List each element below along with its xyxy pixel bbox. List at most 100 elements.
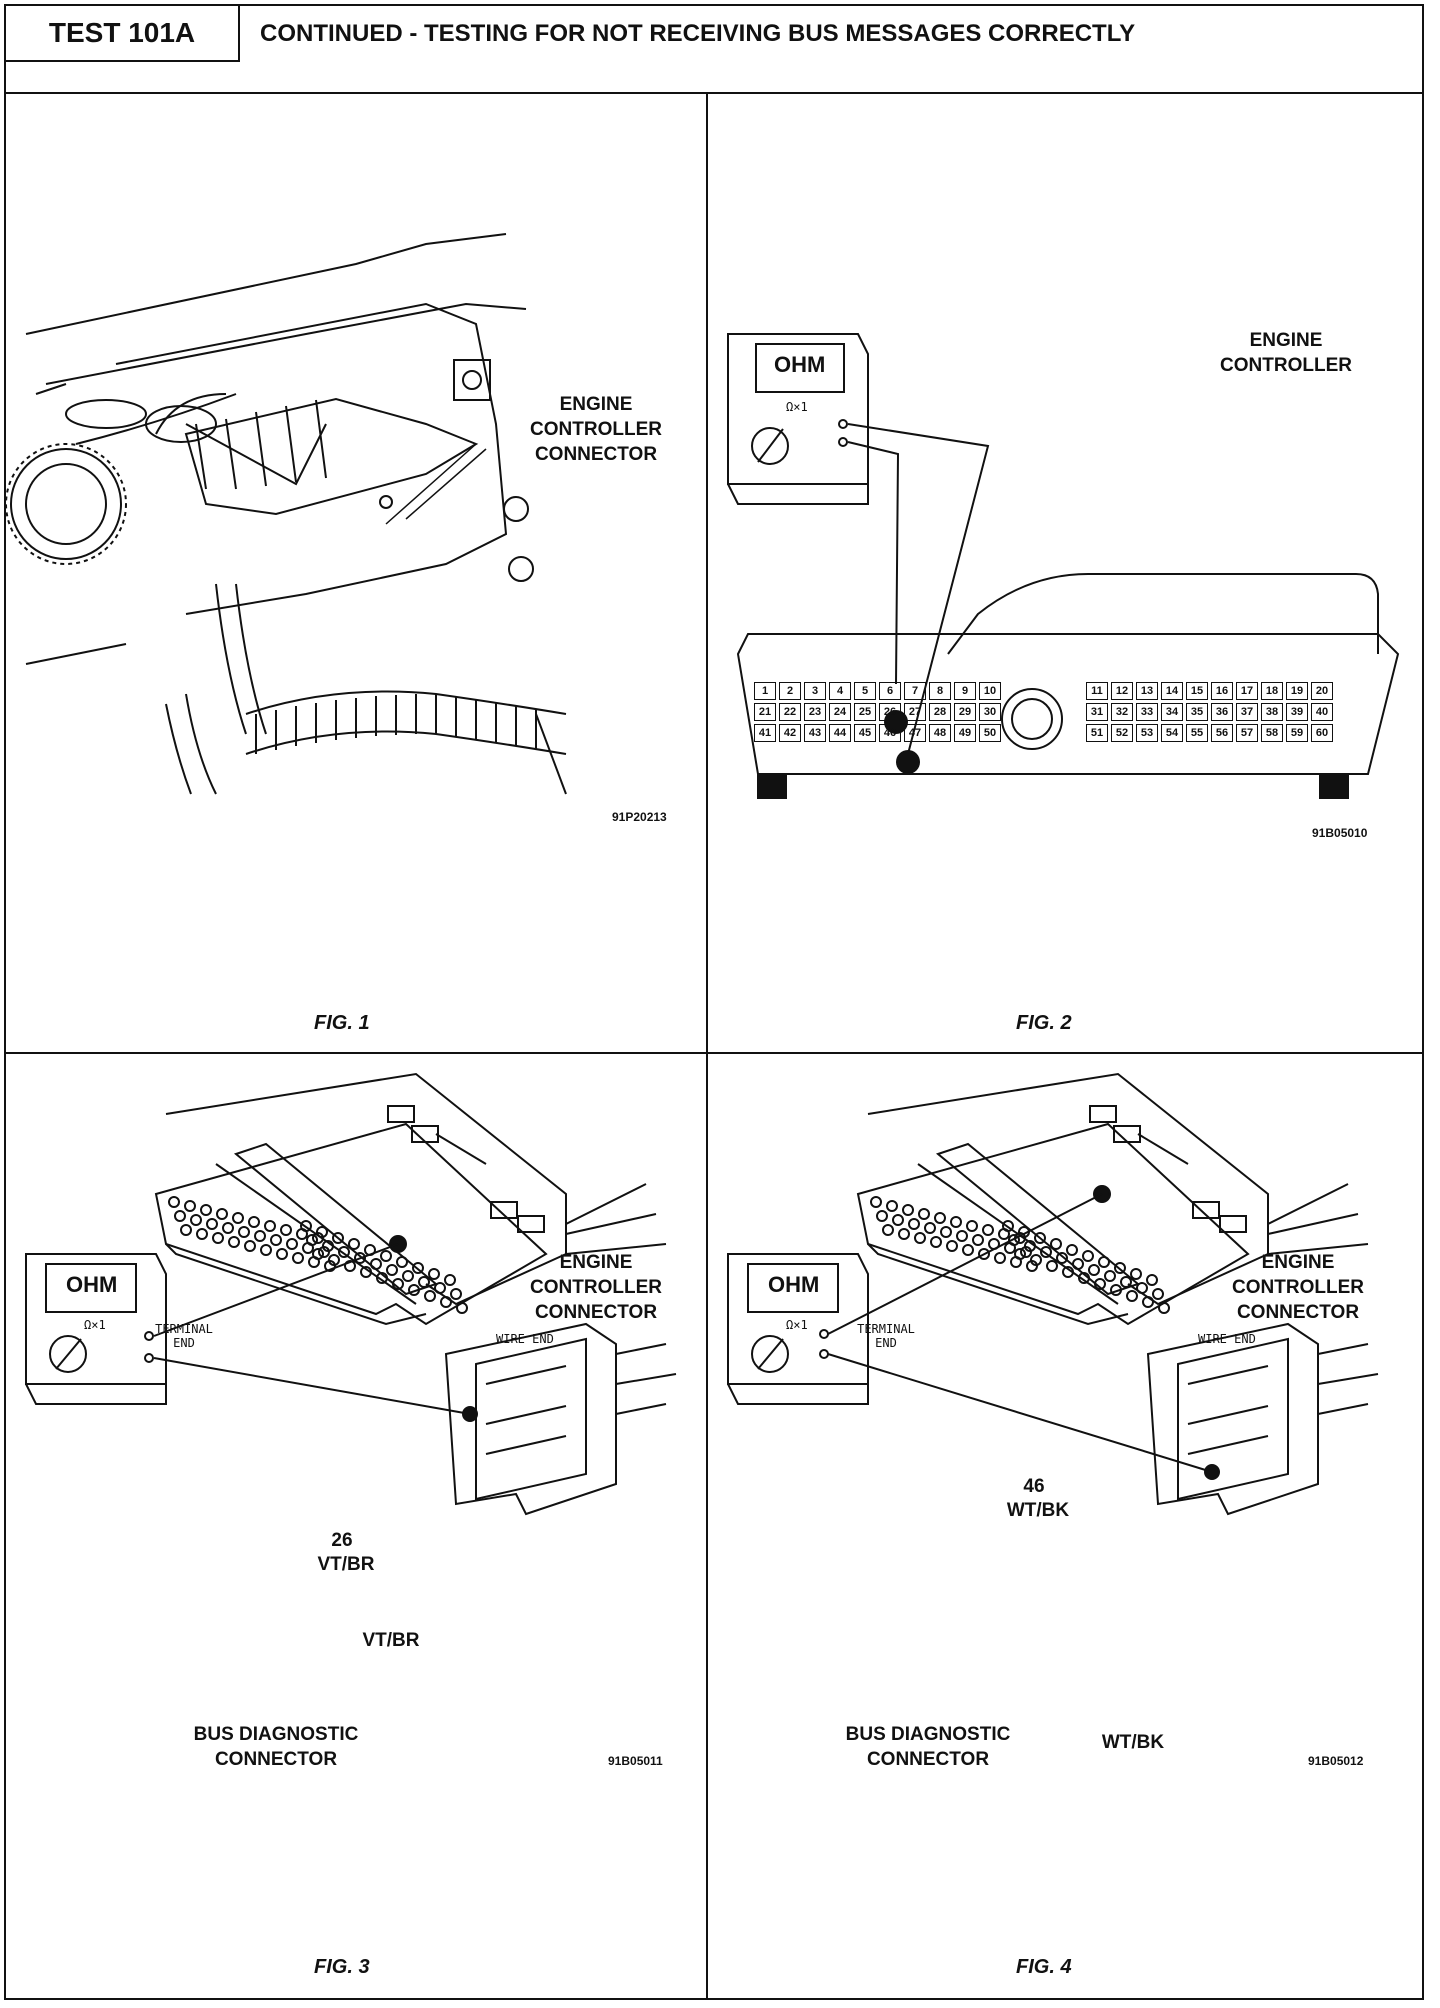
connector-pin: 26 — [879, 703, 901, 721]
pin-hole — [450, 1288, 462, 1300]
pin-hole — [424, 1290, 436, 1302]
pin-hole — [216, 1208, 228, 1220]
pin-hole — [1030, 1254, 1042, 1266]
pin-hole — [286, 1238, 298, 1250]
connector-pin: 48 — [929, 724, 951, 742]
pin-hole — [930, 1236, 942, 1248]
connector-pin: 14 — [1161, 682, 1183, 700]
pin-hole — [456, 1302, 468, 1314]
pin-hole — [982, 1224, 994, 1236]
pin-hole — [360, 1266, 372, 1278]
pin-hole — [924, 1222, 936, 1234]
pin-hole — [908, 1218, 920, 1230]
page-title: CONTINUED - TESTING FOR NOT RECEIVING BU… — [260, 20, 1136, 47]
connector-pin: 10 — [979, 682, 1001, 700]
pin-hole — [434, 1282, 446, 1294]
pin-hole — [300, 1220, 312, 1232]
pin-hole — [994, 1252, 1006, 1264]
pin-wire-color: WT/BK — [1006, 1500, 1070, 1521]
connector-probe-illustration — [25, 1072, 677, 1516]
pin-hole — [962, 1244, 974, 1256]
pin-wire-color: VT/BR — [317, 1554, 375, 1575]
pin-hole — [882, 1224, 894, 1236]
connector-pin: 46 — [879, 724, 901, 742]
pin-hole — [914, 1232, 926, 1244]
pin-holes — [168, 1196, 468, 1314]
pin-hole — [972, 1234, 984, 1246]
pin-hole — [950, 1216, 962, 1228]
pin-hole — [1110, 1284, 1122, 1296]
figure-caption: FIG. 1 — [314, 1012, 370, 1034]
figure-caption: FIG. 4 — [1016, 1956, 1072, 1978]
connector-pin: 57 — [1236, 724, 1258, 742]
connector-pin: 36 — [1211, 703, 1233, 721]
connector-pin: 54 — [1161, 724, 1183, 742]
pin-hole — [1034, 1232, 1046, 1244]
pin-hole — [174, 1210, 186, 1222]
ohmmeter-controller-illustration — [727, 333, 1400, 799]
connector-pin: 7 — [904, 682, 926, 700]
connector-pin: 5 — [854, 682, 876, 700]
pin-hole — [1072, 1258, 1084, 1270]
pin-hole — [270, 1234, 282, 1246]
pin-hole — [876, 1210, 888, 1222]
pin-hole — [1098, 1256, 1110, 1268]
pin-hole — [1024, 1240, 1036, 1252]
pin-hole — [376, 1272, 388, 1284]
pin-hole — [212, 1232, 224, 1244]
connector-pin: 52 — [1111, 724, 1133, 742]
connector-pin: 18 — [1261, 682, 1283, 700]
connector-pin: 25 — [854, 703, 876, 721]
pin-hole — [870, 1196, 882, 1208]
pin-hole — [348, 1238, 360, 1250]
bus-wire-color: VT/BR — [362, 1630, 420, 1651]
figure-caption: FIG. 3 — [314, 1956, 370, 1978]
connector-pin: 29 — [954, 703, 976, 721]
pin-hole — [180, 1224, 192, 1236]
pin-hole — [306, 1234, 318, 1246]
wire-end-label: WIRE END — [1198, 1332, 1256, 1346]
meter-display: OHM — [774, 352, 826, 377]
pin-number: 46 — [1023, 1476, 1045, 1497]
connector-pin: 43 — [804, 724, 826, 742]
pin-hole — [260, 1244, 272, 1256]
connector-pin: 60 — [1311, 724, 1333, 742]
pin-hole — [428, 1268, 440, 1280]
bus-wire-color: WT/BK — [1101, 1732, 1165, 1753]
connector-pin: 22 — [779, 703, 801, 721]
pin-hole — [898, 1228, 910, 1240]
pin-hole — [190, 1214, 202, 1226]
pin-hole — [1094, 1278, 1106, 1290]
connector-pin: 30 — [979, 703, 1001, 721]
wire-end-label: WIRE END — [496, 1332, 554, 1346]
pin-hole — [322, 1240, 334, 1252]
pin-hole — [206, 1218, 218, 1230]
pin-hole — [328, 1254, 340, 1266]
pin-hole — [332, 1232, 344, 1244]
pin-hole — [280, 1224, 292, 1236]
pin-holes — [870, 1196, 1170, 1314]
pin-hole — [886, 1200, 898, 1212]
meter-range: Ω×1 — [786, 400, 808, 414]
connector-pin: 45 — [854, 724, 876, 742]
engine-bay-illustration — [6, 233, 567, 795]
terminal-end-label: TERMINAL END — [155, 1322, 213, 1350]
pin-hole — [934, 1212, 946, 1224]
pin-hole — [440, 1296, 452, 1308]
connector-pin: 55 — [1186, 724, 1208, 742]
terminal-end-label: TERMINAL END — [857, 1322, 915, 1350]
connector-pin: 49 — [954, 724, 976, 742]
engine-controller-connector-label: ENGINE CONTROLLER CONNECTOR — [530, 394, 662, 465]
connector-pin: 6 — [879, 682, 901, 700]
pin-hole — [1114, 1262, 1126, 1274]
pin-hole — [254, 1230, 266, 1242]
pin-hole — [1050, 1238, 1062, 1250]
connector-pin: 20 — [1311, 682, 1333, 700]
engine-controller-connector-label: ENGINE CONTROLLER CONNECTOR — [530, 1252, 662, 1323]
connector-pin: 11 — [1086, 682, 1108, 700]
pin-hole — [184, 1200, 196, 1212]
pin-hole — [386, 1264, 398, 1276]
figure-code: 91B05011 — [608, 1754, 663, 1768]
pin-hole — [196, 1228, 208, 1240]
